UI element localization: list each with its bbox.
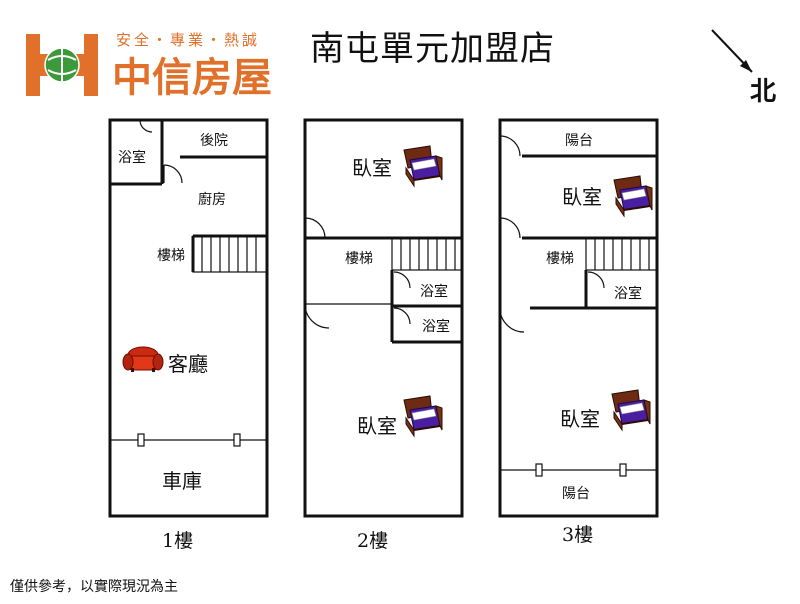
- bed-icon: [613, 175, 653, 217]
- room-label-bathroom: 浴室: [118, 149, 146, 166]
- room-label-balcony-rear: 陽台: [562, 486, 590, 502]
- north-compass: 北: [711, 29, 776, 107]
- room-label-stairs: 樓梯: [546, 251, 574, 267]
- sofa-icon: [122, 346, 164, 373]
- room-label-stairs: 樓梯: [157, 248, 185, 264]
- room-label-bathroom: 浴室: [614, 285, 642, 302]
- floor-1-label: 1樓: [162, 530, 193, 552]
- floor-3-plan: 陽台 臥室 樓梯 浴室 臥室 陽台 3樓: [498, 118, 659, 546]
- brand-slogan: 安全・專業・熱誠: [116, 31, 260, 49]
- floor-2-plan: 臥室 樓梯 浴室 浴室 臥室 2樓: [303, 118, 464, 552]
- north-label: 北: [750, 77, 776, 107]
- room-label-kitchen: 廚房: [198, 191, 226, 208]
- room-label-backyard: 後院: [200, 133, 228, 149]
- disclaimer-text: 僅供參考，以實際現況為主: [10, 578, 178, 595]
- floor-2-label: 2樓: [357, 530, 388, 552]
- floor-2-outline: [303, 118, 464, 518]
- room-label-bedroom-front: 臥室: [562, 185, 602, 209]
- room-label-bedroom-rear: 臥室: [560, 407, 600, 431]
- floor-2-stairs: [391, 237, 463, 271]
- logo: [26, 34, 98, 96]
- brand-name: 中信房屋: [112, 55, 272, 101]
- bed-icon: [403, 395, 443, 437]
- store-name: 南屯單元加盟店: [310, 29, 555, 69]
- floor-1-outline: [108, 118, 269, 518]
- floor-3-outline: [498, 118, 659, 518]
- room-label-stairs: 樓梯: [345, 251, 373, 267]
- room-label-balcony-front: 陽台: [565, 133, 593, 149]
- room-label-garage: 車庫: [162, 469, 202, 493]
- floor-1-plan: 後院 浴室 廚房 樓梯 客廳 車庫 1樓: [108, 118, 269, 552]
- room-label-living-room: 客廳: [168, 352, 208, 376]
- room-label-bedroom-rear: 臥室: [357, 414, 397, 438]
- floor-3-label: 3樓: [562, 524, 593, 546]
- room-label-bedroom-front: 臥室: [352, 156, 392, 180]
- bed-icon: [611, 389, 651, 431]
- bed-icon: [403, 145, 443, 187]
- room-label-bathroom-1: 浴室: [420, 283, 448, 300]
- room-label-bathroom-2: 浴室: [422, 318, 450, 335]
